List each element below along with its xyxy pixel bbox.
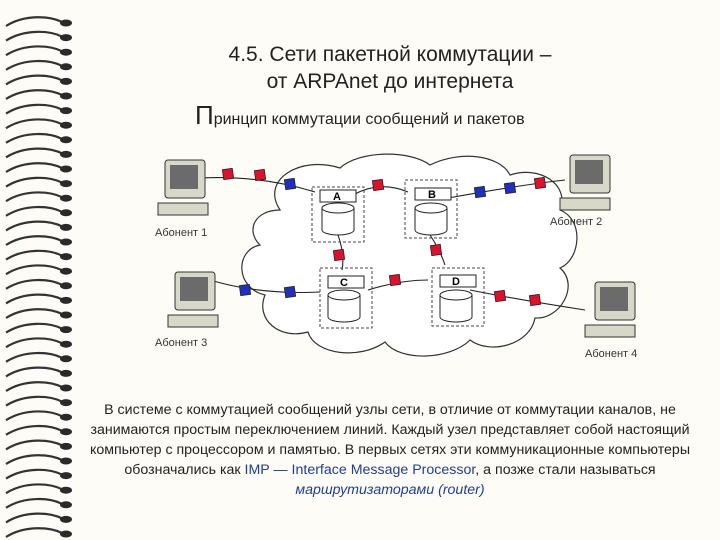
network-diagram: A B C D Або [155,153,637,360]
node-c: C [319,267,373,329]
node-a-label: A [333,191,341,203]
packet [238,283,252,297]
packet [503,181,517,195]
binding-ring [5,176,72,188]
packet [221,167,235,181]
packet [473,185,487,199]
body-text: В системе с коммутацией сообщений узлы с… [80,400,700,500]
binding-ring [5,59,72,71]
subtitle-first-letter: П [195,100,214,130]
packet [533,176,547,190]
binding-ring [5,424,72,436]
router-term: маршрутизаторами (router) [295,482,485,498]
packet [283,177,297,191]
binding-ring [5,454,72,465]
subscriber-1-label: Абонент 1 [155,227,207,239]
binding-ring [5,278,72,290]
imp-full-term: Interface Message Processor [291,462,476,478]
binding-ring [5,410,72,422]
subscriber-2-label: Абонент 2 [550,216,602,228]
packet [332,248,346,262]
slide-title-line-2: от ARPAnet до интернета [266,70,514,93]
binding-ring [5,381,72,392]
packets [221,167,547,307]
node-c-label: C [340,277,348,289]
subscriber-2-computer: Абонент 2 [550,154,611,228]
binding-ring [5,16,72,27]
packet [253,168,267,182]
binding-ring [5,497,72,509]
body-text-2: , а позже стали называться [475,462,656,478]
binding-ring [5,264,72,276]
binding-ring [5,293,72,305]
node-d-label: D [452,276,460,288]
packet [528,293,542,307]
binding-ring [5,395,72,407]
binding-ring [5,162,72,173]
binding-ring [5,191,72,203]
link-c-sub3 [209,279,321,294]
subscriber-1-computer: Абонент 1 [155,159,209,239]
binding-ring [5,483,72,495]
subscriber-4-computer: Абонент 4 [584,281,637,360]
node-b-label: B [428,189,436,201]
link-d-sub4 [469,289,586,311]
binding-ring [5,249,72,261]
binding-ring [5,351,72,363]
binding-ring [5,132,72,144]
subscriber-3-label: Абонент 3 [155,337,207,349]
binding-ring [5,337,72,349]
node-b: B [404,179,458,239]
spiral-binding [5,16,72,538]
binding-ring [5,512,72,524]
binding-ring [5,235,72,246]
binding-ring [5,366,72,378]
node-d: D [431,267,485,327]
subscriber-4-label: Абонент 4 [585,348,637,360]
node-a: A [311,186,365,243]
packet [388,273,402,287]
body-text-1: В системе с коммутацией сообщений узлы с… [89,402,691,478]
packet [371,178,385,192]
subscriber-3-computer: Абонент 3 [155,271,219,349]
binding-ring [5,220,72,232]
slide-title-line-1: 4.5. Сети пакетной коммутации – [228,43,552,66]
binding-ring [5,308,72,319]
binding-ring [5,74,72,86]
binding-ring [5,30,72,42]
slide-subtitle: Принцип коммутации сообщений и пакетов [195,100,525,131]
binding-ring [5,205,72,217]
subtitle-rest: ринцип коммутации сообщений и пакетов [213,111,525,128]
binding-ring [5,468,72,480]
binding-ring [5,45,72,57]
binding-ring [5,118,72,130]
packet [429,243,443,257]
imp-term: IMP [244,462,270,478]
binding-ring [5,439,72,451]
binding-ring [5,322,72,334]
packet [493,289,507,303]
binding-ring [5,147,72,159]
binding-ring [5,527,72,538]
packet [283,285,297,299]
dash: — [269,462,292,478]
binding-ring [5,89,72,100]
binding-ring [5,103,72,115]
